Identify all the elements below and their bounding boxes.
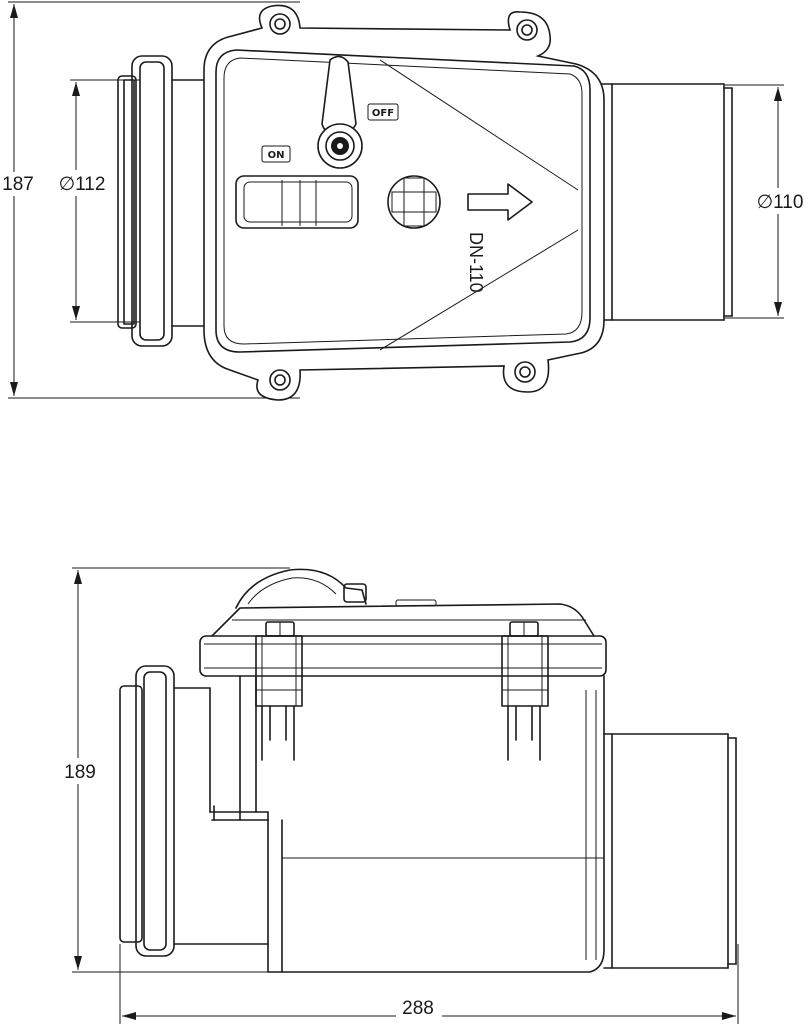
dim-189: 189 [60,567,290,973]
outlet-pipe-side [603,733,737,969]
bolt-left [255,621,303,761]
dim-height-187: 187 [2,174,34,195]
dim-112: ∅112 [50,79,140,323]
mount-hole [269,369,291,391]
label-off: OFF [367,103,399,121]
nominal-size-label: DN-110 [466,232,486,293]
dim-diameter-112: ∅112 [59,174,106,195]
dim-height-189: 189 [64,762,96,783]
dim-110: ∅110 [725,84,810,319]
mount-hole [514,361,536,383]
mount-hole [516,19,538,41]
handle-slot [235,175,359,229]
svg-text:OFF: OFF [372,108,394,119]
dim-288: 288 [119,944,739,1024]
inlet-socket [119,665,269,957]
lid-flange [199,603,607,677]
mount-hole [269,13,291,35]
top-view: 187 ∅112 ∅110 [0,1,810,401]
lever-housing [235,568,437,609]
outlet-pipe [599,83,733,321]
side-view: 189 288 [60,567,739,1024]
dim-length-288: 288 [402,998,434,1019]
lever-icon [317,55,363,169]
inlet-pipe [117,55,211,347]
svg-text:ON: ON [268,150,285,161]
label-on: ON [261,145,291,163]
right-arrow-icon [467,183,533,221]
dim-diameter-110: ∅110 [757,192,804,213]
dim-187: 187 [0,1,300,399]
inspection-window [387,175,441,229]
bolt-right [501,621,549,761]
